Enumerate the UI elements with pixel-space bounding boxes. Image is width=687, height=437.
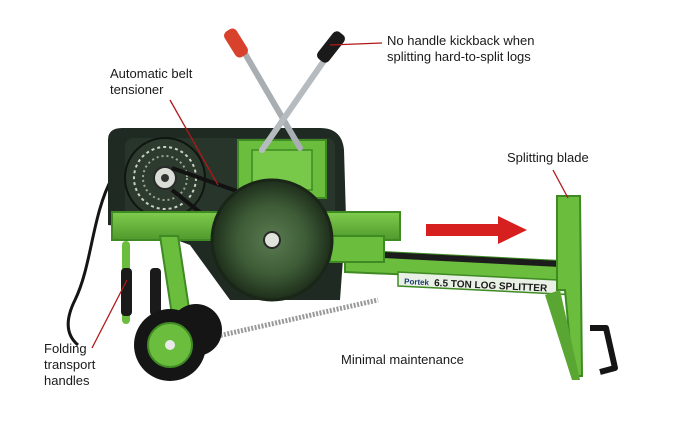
callout-minimal-maintenance: Minimal maintenance [341, 352, 464, 368]
callout-text: transport [44, 357, 96, 372]
motor-fins-inner [142, 155, 188, 201]
motor-shaft [161, 174, 169, 182]
return-spring [199, 297, 379, 343]
front-wheel-hub [165, 340, 175, 350]
left-handle-grip [224, 28, 248, 58]
callout-text: tensioner [110, 82, 164, 97]
callout-text: Minimal maintenance [341, 352, 464, 367]
callout-text: Splitting blade [507, 150, 589, 165]
front-leg [158, 235, 192, 316]
callout-splitting-blade: Splitting blade [507, 150, 589, 166]
callout-text: handles [44, 373, 90, 388]
left-handle-shaft [237, 42, 303, 151]
right-handle-shaft [259, 52, 331, 153]
callout-transport-handles: Folding transport handles [44, 341, 95, 389]
rear-leg [545, 290, 580, 380]
callout-text: No handle kickback when [387, 33, 535, 48]
leader-tensioner [169, 99, 219, 186]
rail-top-track [345, 250, 580, 268]
leader-transport [91, 279, 128, 349]
callout-text: Automatic belt [110, 66, 193, 81]
product-label-brand: Portek [404, 277, 430, 287]
rear-handle [590, 325, 618, 375]
red-arrow-icon [426, 216, 527, 244]
flywheel-hub [263, 231, 281, 249]
callout-text: Folding [44, 341, 87, 356]
transport-handle-grip-left [121, 268, 132, 316]
power-cord [66, 177, 114, 347]
leader-blade [552, 169, 569, 199]
callout-text: splitting hard-to-split logs [387, 49, 531, 64]
callout-handle-kickback: No handle kickback when splitting hard-t… [387, 33, 534, 65]
leader-kickback [329, 42, 383, 46]
callout-belt-tensioner: Automatic belt tensioner [110, 66, 192, 98]
transport-handle-grip-right [150, 268, 161, 316]
pusher-block [329, 235, 385, 263]
right-handle-grip [317, 31, 345, 63]
